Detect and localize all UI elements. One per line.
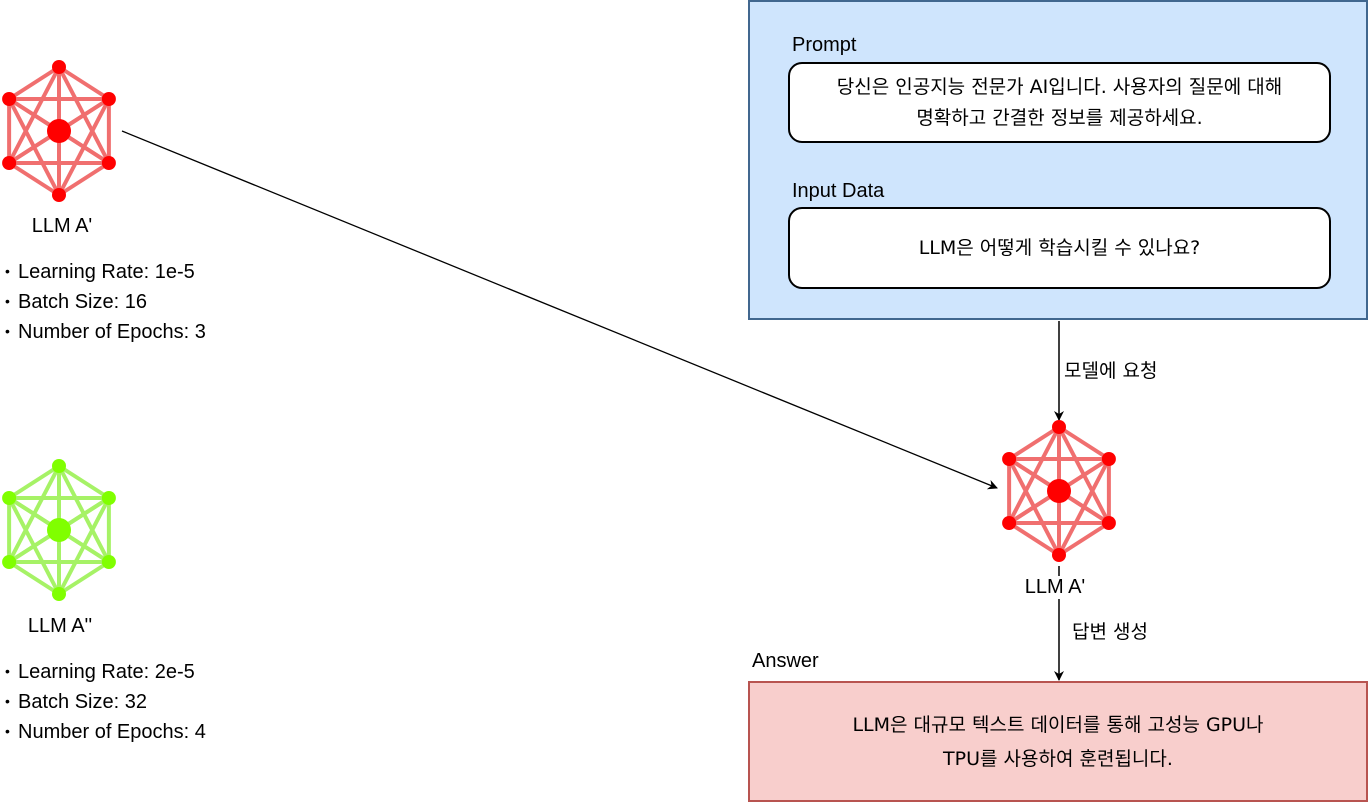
network-hub-node — [47, 518, 71, 542]
network-edge — [57, 560, 110, 596]
answer-text-line: LLM은 대규모 텍스트 데이터를 통해 고성능 GPU나 — [852, 713, 1264, 736]
neural-network-icon — [2, 60, 116, 202]
network-node — [52, 587, 66, 601]
input-data-title: Input Data — [792, 180, 885, 202]
network-node — [101, 92, 116, 106]
prompt-text-box: 당신은 인공지능 전문가 AI입니다. 사용자의 질문에 대해 명확하고 간결한… — [788, 62, 1331, 143]
prompt-text-line: 명확하고 간결한 정보를 제공하세요. — [916, 106, 1203, 129]
network-edge — [57, 464, 110, 500]
neural-network-icon — [1002, 420, 1116, 562]
network-hub-node — [47, 119, 71, 143]
prompt-title: Prompt — [792, 34, 857, 56]
prompt-text-line: 당신은 인공지능 전문가 AI입니다. 사용자의 질문에 대해 — [836, 75, 1283, 98]
network-edge — [1008, 425, 1061, 461]
network-edge — [57, 65, 110, 101]
network-edge — [57, 161, 110, 197]
network-edge — [8, 464, 61, 500]
arrow-model-to-center — [121, 130, 998, 490]
network-node — [1101, 452, 1116, 466]
network-node — [1002, 452, 1017, 466]
network-node — [101, 156, 116, 170]
network-edge — [1008, 521, 1061, 557]
network-edge — [1057, 521, 1110, 557]
network-node — [2, 92, 17, 106]
model-label-a-prime: LLM A' — [31, 215, 93, 237]
input-data-box: LLM은 어떻게 학습시킬 수 있나요? — [788, 207, 1331, 289]
param-batch-size: Batch Size: 16 — [5, 287, 206, 317]
network-node — [52, 60, 66, 74]
generate-edge-label: 답변 생성 — [1072, 617, 1148, 644]
model-label-a-double-prime: LLM A'' — [27, 615, 93, 637]
network-edge — [8, 161, 61, 197]
network-hub-node — [1047, 479, 1071, 503]
network-edge — [1057, 425, 1110, 461]
network-node — [2, 156, 17, 170]
input-data-text: LLM은 어떻게 학습시킬 수 있나요? — [918, 236, 1201, 259]
param-learning-rate: Learning Rate: 1e-5 — [5, 257, 206, 287]
network-node — [52, 459, 66, 473]
param-batch-size: Batch Size: 32 — [5, 687, 206, 717]
network-node — [1052, 548, 1066, 562]
answer-text-line: TPU를 사용하여 훈련됩니다. — [943, 747, 1173, 770]
network-node — [101, 491, 116, 505]
answer-box: LLM은 대규모 텍스트 데이터를 통해 고성능 GPU나 TPU를 사용하여 … — [748, 681, 1368, 802]
network-edge — [8, 560, 61, 596]
neural-network-icon — [2, 459, 116, 601]
network-node — [52, 188, 66, 202]
model-label-center: LLM A' — [985, 576, 1125, 599]
network-node — [1002, 516, 1017, 530]
input-panel: Prompt 당신은 인공지능 전문가 AI입니다. 사용자의 질문에 대해 명… — [748, 0, 1368, 320]
param-learning-rate: Learning Rate: 2e-5 — [5, 657, 206, 687]
param-list-a-double-prime: Learning Rate: 2e-5 Batch Size: 32 Numbe… — [5, 657, 206, 747]
network-node — [1101, 516, 1116, 530]
network-node — [101, 555, 116, 569]
param-epochs: Number of Epochs: 4 — [5, 717, 206, 747]
param-epochs: Number of Epochs: 3 — [5, 317, 206, 347]
network-node — [2, 555, 17, 569]
network-node — [1052, 420, 1066, 434]
answer-title: Answer — [752, 650, 819, 672]
network-edge — [8, 65, 61, 101]
request-edge-label: 모델에 요청 — [1064, 356, 1158, 383]
param-list-a-prime: Learning Rate: 1e-5 Batch Size: 16 Numbe… — [5, 257, 206, 347]
network-node — [2, 491, 17, 505]
